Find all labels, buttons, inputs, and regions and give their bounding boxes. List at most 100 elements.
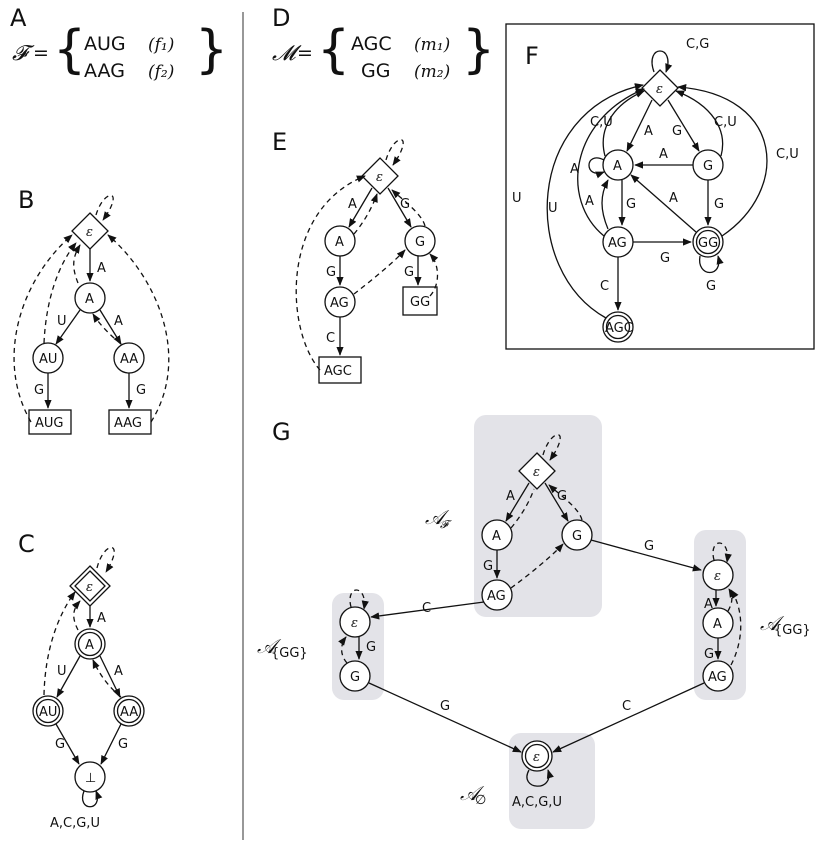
label-agg-right: 𝒜 {GG} bbox=[760, 611, 811, 638]
node-epsilon-root bbox=[361, 157, 399, 195]
node-au-label: AU bbox=[39, 352, 57, 367]
panel-b-trie bbox=[13, 194, 170, 435]
svg-text:G: G bbox=[440, 699, 450, 714]
node-epsilon bbox=[641, 69, 679, 107]
node-aug-label: AUG bbox=[35, 416, 63, 431]
panel-e-trie bbox=[295, 138, 439, 384]
node-au-label: AU bbox=[39, 705, 57, 720]
node-a-label: A bbox=[85, 292, 94, 307]
edge-aa-fail bbox=[92, 313, 122, 345]
set-m-item1-name: (m₁) bbox=[414, 35, 450, 55]
edge-label-a2: A bbox=[114, 314, 123, 329]
edge-a-fail bbox=[353, 193, 378, 235]
edge-g-fail bbox=[391, 189, 426, 227]
edge-a-au bbox=[55, 309, 81, 345]
set-f-equals: = bbox=[33, 42, 49, 64]
set-f-definition: 𝓕 = { AUG (f₁) AAG (f₂) } bbox=[12, 20, 228, 82]
svg-text:GG: GG bbox=[410, 295, 430, 310]
svg-text:AGC: AGC bbox=[324, 364, 352, 379]
node-aa-label: AA bbox=[120, 352, 138, 367]
panel-e-labels: ε A G AG GG AGC A G G C G bbox=[324, 170, 430, 379]
svg-text:A: A bbox=[613, 159, 622, 174]
node-gg bbox=[402, 286, 438, 316]
edge-agc-eps bbox=[546, 83, 644, 319]
edge-a-self bbox=[588, 157, 605, 179]
edge-eps-self-fail bbox=[95, 194, 114, 221]
node-aa-accept bbox=[113, 695, 145, 727]
svg-text:A: A bbox=[335, 235, 344, 250]
set-f-item2-seq: AAG bbox=[84, 60, 125, 82]
edge-a-aa bbox=[99, 309, 122, 345]
set-f-item1-seq: AUG bbox=[84, 33, 126, 55]
svg-text:ε: ε bbox=[351, 616, 358, 631]
panel-g-automaton bbox=[338, 433, 742, 787]
svg-text:U: U bbox=[512, 191, 522, 206]
svg-text:AG: AG bbox=[330, 296, 349, 311]
panel-c-automaton bbox=[32, 546, 145, 808]
panel-f-frame bbox=[505, 23, 815, 350]
panel-label-a: A bbox=[10, 4, 27, 32]
panel-b-labels: ε A AU AA AUG AAG A U A G G bbox=[34, 225, 146, 431]
svg-text:}: } bbox=[462, 20, 495, 80]
set-m-item2-name: (m₂) bbox=[414, 62, 450, 82]
svg-text:AG: AG bbox=[487, 589, 506, 604]
edge-gg-eps bbox=[677, 83, 768, 237]
svg-text:AG: AG bbox=[608, 236, 627, 251]
edge-eps-a bbox=[626, 99, 653, 152]
set-m-item2-seq: GG bbox=[361, 60, 390, 82]
svg-text:G: G bbox=[366, 640, 376, 655]
edge-gg-fail bbox=[429, 253, 439, 297]
svg-text:A: A bbox=[704, 597, 713, 612]
edge-ag-a bbox=[600, 179, 609, 230]
svg-text:G: G bbox=[557, 489, 567, 504]
edge-g-to-right bbox=[590, 539, 702, 572]
node-gg bbox=[692, 226, 724, 258]
panel-label-d: D bbox=[272, 4, 290, 32]
svg-text:G: G bbox=[626, 197, 636, 212]
svg-text:A: A bbox=[506, 489, 515, 504]
svg-text:G: G bbox=[660, 251, 670, 266]
svg-text:G: G bbox=[703, 159, 713, 174]
node-agc bbox=[318, 356, 362, 384]
set-f-item1-name: (f₁) bbox=[148, 35, 174, 55]
panel-label-c: C bbox=[18, 530, 35, 558]
edge-eps-a bbox=[348, 187, 373, 228]
node-g bbox=[404, 225, 436, 257]
right-brace: } bbox=[195, 20, 228, 80]
edge-aug-fail bbox=[13, 234, 73, 423]
svg-text:G: G bbox=[415, 235, 425, 250]
svg-text:G: G bbox=[326, 265, 336, 280]
edge-label-u: U bbox=[57, 664, 67, 679]
edge-c-to-empty bbox=[552, 682, 705, 753]
svg-text:G: G bbox=[672, 124, 682, 139]
svg-text:G: G bbox=[704, 647, 714, 662]
af-node-g bbox=[561, 519, 593, 551]
module-aempty-box bbox=[509, 733, 595, 829]
edge-label-g2: G bbox=[136, 383, 146, 398]
left-brace: { bbox=[53, 20, 86, 80]
svg-text:G: G bbox=[714, 197, 724, 212]
label-aempty: 𝒜 ∅ bbox=[460, 781, 486, 808]
svg-text:G: G bbox=[483, 559, 493, 574]
agg-right-node-epsilon bbox=[702, 559, 734, 591]
node-aug bbox=[28, 409, 72, 435]
panel-f-automaton bbox=[546, 50, 768, 343]
agg-right-node-ag bbox=[702, 660, 734, 692]
label-agg-left: 𝒜 {GG} bbox=[257, 634, 308, 661]
set-m-definition: 𝓜 = { AGC (m₁) GG (m₂) } bbox=[272, 20, 495, 82]
agg-left-node-g bbox=[339, 660, 371, 692]
node-a-accept bbox=[74, 628, 106, 660]
svg-text:ε: ε bbox=[533, 750, 540, 765]
edge-eps-self-fail bbox=[385, 138, 404, 166]
edge-gg-self bbox=[699, 255, 724, 273]
svg-text:A: A bbox=[492, 529, 501, 544]
node-epsilon-label: ε bbox=[86, 225, 93, 240]
svg-text:{GG}: {GG} bbox=[774, 623, 811, 638]
set-m-item1-seq: AGC bbox=[351, 33, 392, 55]
aempty-node-epsilon bbox=[521, 740, 553, 772]
svg-text:A,C,G,U: A,C,G,U bbox=[512, 795, 562, 810]
edge-a-eps bbox=[602, 90, 645, 157]
edge-au-bottom bbox=[55, 723, 80, 765]
edge-au-fail bbox=[43, 591, 76, 696]
af-node-epsilon bbox=[518, 452, 556, 490]
